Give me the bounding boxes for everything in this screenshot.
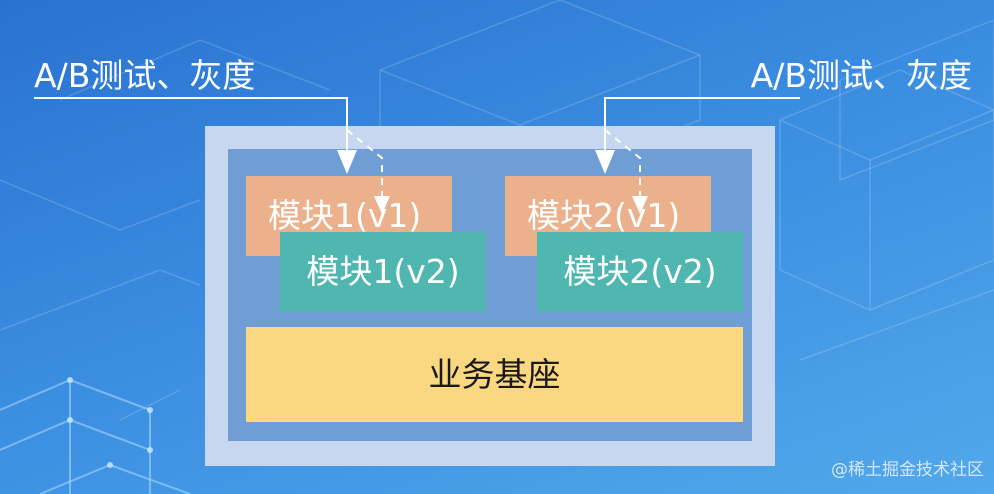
- module-1-v2: 模块1(v2): [280, 232, 486, 312]
- module-2-v2: 模块2(v2): [537, 232, 743, 312]
- ab-test-label-right: A/B测试、灰度: [750, 56, 972, 95]
- ab-test-label-left: A/B测试、灰度: [34, 56, 256, 95]
- watermark: @稀土掘金技术社区: [831, 460, 984, 480]
- business-base: 业务基座: [246, 327, 743, 422]
